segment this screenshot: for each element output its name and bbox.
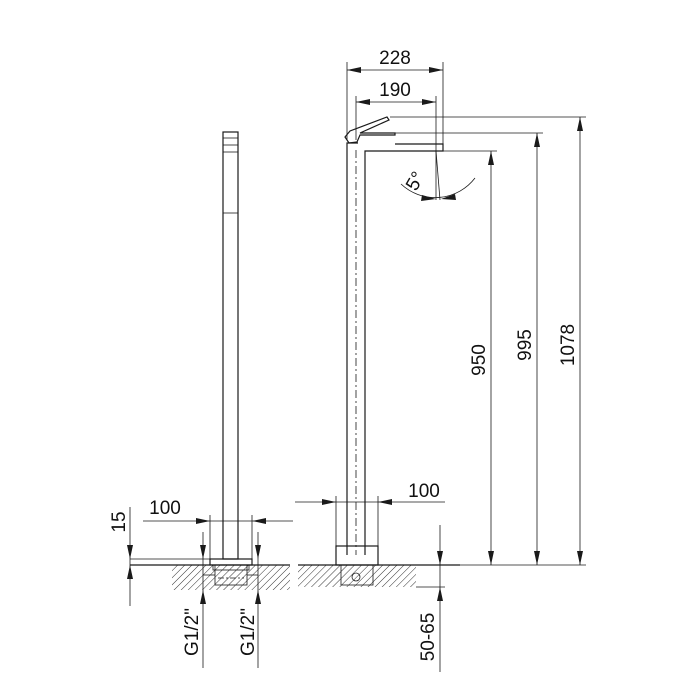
dim-angle: 5° bbox=[400, 150, 476, 201]
dim-1078: 1078 bbox=[390, 116, 586, 566]
dim-connection-right: G1/2" bbox=[238, 532, 261, 668]
dim-label: 995 bbox=[515, 329, 536, 361]
dim-base-left: 100 bbox=[143, 498, 293, 559]
floor-left bbox=[130, 564, 290, 590]
faucet-side-view bbox=[203, 131, 258, 586]
dim-label: 950 bbox=[469, 344, 490, 376]
dim-label: 228 bbox=[379, 48, 411, 69]
dim-label: 50-65 bbox=[418, 613, 439, 662]
dim-label: 5° bbox=[402, 168, 429, 194]
dim-embed-depth: 50-65 bbox=[418, 525, 443, 672]
dim-plate-thickness: 15 bbox=[109, 507, 210, 606]
dim-label: G1/2" bbox=[238, 608, 259, 656]
dim-995: 995 bbox=[395, 132, 543, 565]
dim-label: 15 bbox=[109, 511, 130, 532]
dim-228: 228 bbox=[346, 48, 444, 144]
dim-base-right: 100 bbox=[295, 481, 445, 546]
dim-label: 100 bbox=[149, 498, 181, 519]
dim-190: 190 bbox=[355, 80, 437, 200]
floor-right bbox=[298, 564, 460, 588]
dim-label: 190 bbox=[379, 80, 411, 101]
dim-950: 950 bbox=[443, 150, 497, 565]
dim-label: G1/2" bbox=[182, 608, 203, 656]
dim-label: 100 bbox=[408, 481, 440, 502]
faucet-front-view bbox=[335, 116, 444, 586]
dim-connection-left: G1/2" bbox=[182, 532, 206, 668]
dim-label: 1078 bbox=[558, 324, 579, 366]
